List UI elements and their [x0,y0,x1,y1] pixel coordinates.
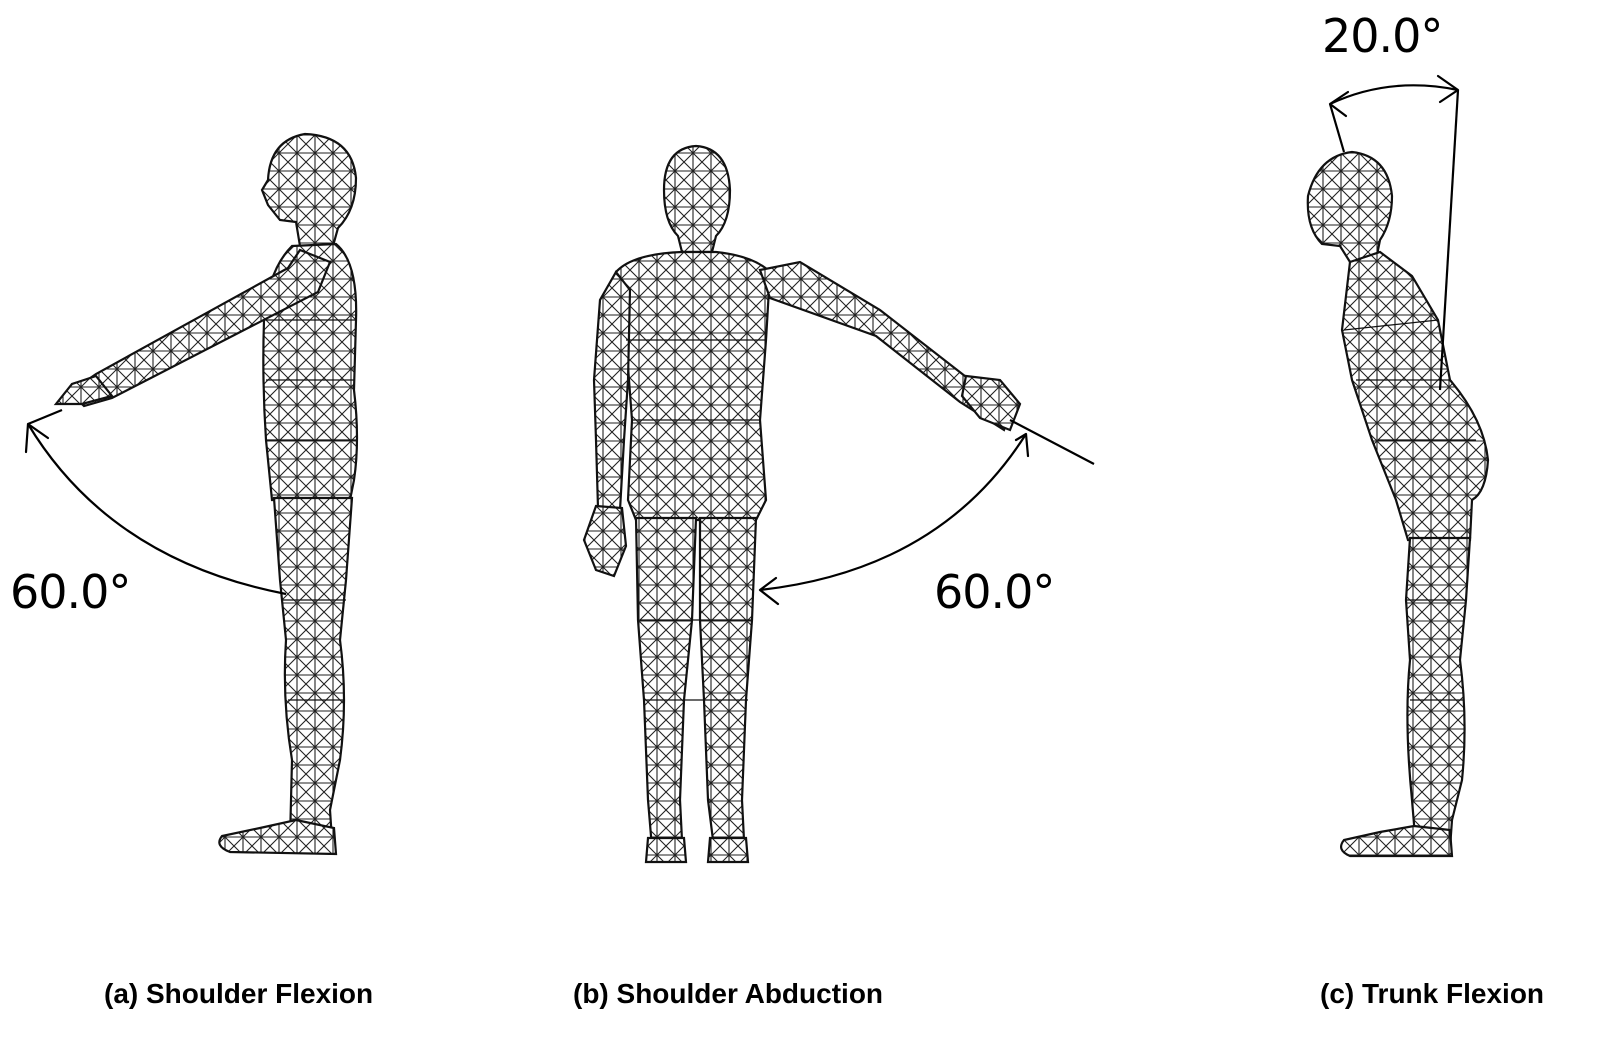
caption-b: (b) Shoulder Abduction [573,978,883,1010]
reference-ray-a [28,410,62,424]
caption-a: (a) Shoulder Flexion [104,978,373,1010]
angle-label-a: 60.0° [10,565,130,619]
figure-side-view-a [56,134,357,854]
panel-a-shoulder-flexion: 60.0° [10,134,357,854]
panel-b-shoulder-abduction: 60.0° [584,146,1094,862]
arrowhead-b-start [760,578,778,604]
figure-side-view-c [1308,152,1488,856]
angle-label-b: 60.0° [934,565,1054,619]
angle-label-c: 20.0° [1322,9,1442,63]
trunk-reference-line-c [1330,104,1344,152]
figure-front-view-b [584,146,1020,862]
panel-c-trunk-flexion: 20.0° [1308,9,1488,856]
vertical-reference-line-c [1440,90,1458,390]
reference-ray-b [1010,420,1094,464]
angle-arc-c [1330,85,1458,104]
caption-c: (c) Trunk Flexion [1320,978,1544,1010]
